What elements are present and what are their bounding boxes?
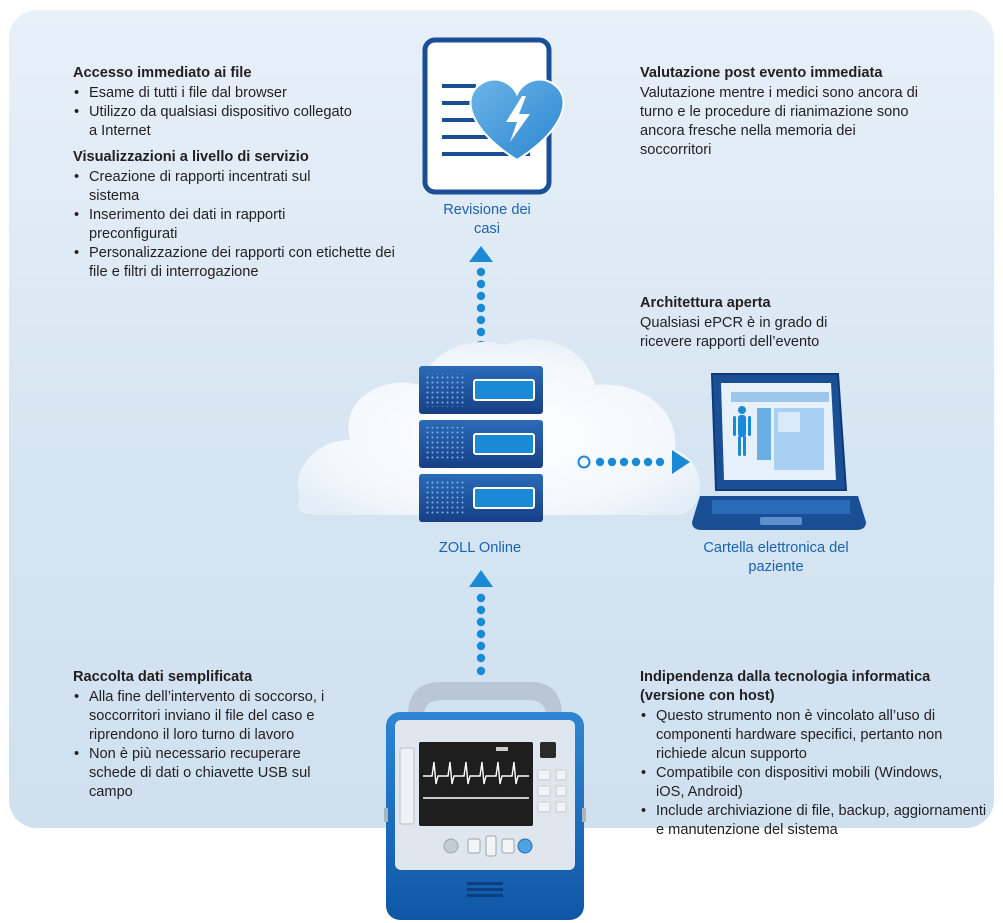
data-collection-list: Alla fine dell’intervento di soccorso, i… (73, 688, 373, 802)
arrow-up-to-case-review (469, 246, 493, 355)
open-architecture-heading: Architettura aperta (640, 295, 771, 311)
file-access-heading: Accesso immediato ai file (73, 65, 252, 81)
open-architecture-block: Architettura aperta Qualsiasi ePCR è in … (640, 294, 940, 352)
data-collection-block: Raccolta dati semplificata Alla fine del… (73, 668, 373, 802)
list-item: Include archiviazione di file, backup, a… (640, 802, 991, 840)
post-event-block: Valutazione post evento immediata Valuta… (640, 64, 940, 160)
service-views-list: Creazione di rapporti incentrati sul sis… (73, 168, 413, 282)
list-item: Compatibile con dispositivi mobili (Wind… (640, 764, 956, 802)
open-architecture-text: Qualsiasi ePCR è in grado di ricevere ra… (640, 315, 828, 350)
post-event-heading: Valutazione post evento immediata (640, 65, 883, 81)
it-independence-list: Questo strumento non è vincolato all’uso… (640, 707, 986, 840)
arrow-right-to-patient-record (577, 450, 690, 474)
post-event-text: Valutazione mentre i medici sono ancora … (640, 85, 918, 158)
laptop-icon (692, 373, 866, 530)
list-item: Alla fine dell’intervento di soccorso, i… (73, 688, 351, 745)
list-item: Esame di tutti i file dal browser (73, 84, 413, 103)
list-item: Utilizzo da qualsiasi dispositivo colleg… (73, 103, 359, 141)
list-item: Questo strumento non è vincolato all’uso… (640, 707, 971, 764)
service-views-heading: Visualizzazioni a livello di servizio (73, 149, 309, 165)
it-independence-block: Indipendenza dalla tecnologia informatic… (640, 668, 986, 840)
list-item: Non è più necessario recuperare schede d… (73, 745, 351, 802)
zoll-online-caption: ZOLL Online (438, 540, 522, 556)
data-collection-heading: Raccolta dati semplificata (73, 669, 253, 685)
patient-record-caption: Cartella elettronica del paziente (703, 540, 849, 575)
top-left-text-block: Accesso immediato ai file Esame di tutti… (73, 64, 413, 282)
arrow-up-to-zoll-online (469, 570, 493, 676)
defibrillator-monitor-icon (384, 682, 586, 920)
list-item: Personalizzazione dei rapporti con etich… (73, 244, 414, 282)
server-rack-icon (419, 366, 543, 522)
document-heart-icon (422, 37, 565, 195)
list-item: Inserimento dei dati in rapporti preconf… (73, 206, 359, 244)
list-item: Creazione di rapporti incentrati sul sis… (73, 168, 359, 206)
case-review-caption: Revisione dei casi (443, 202, 531, 237)
file-access-list: Esame di tutti i file dal browser Utiliz… (73, 84, 413, 141)
it-independence-heading: Indipendenza dalla tecnologia informatic… (640, 669, 931, 704)
